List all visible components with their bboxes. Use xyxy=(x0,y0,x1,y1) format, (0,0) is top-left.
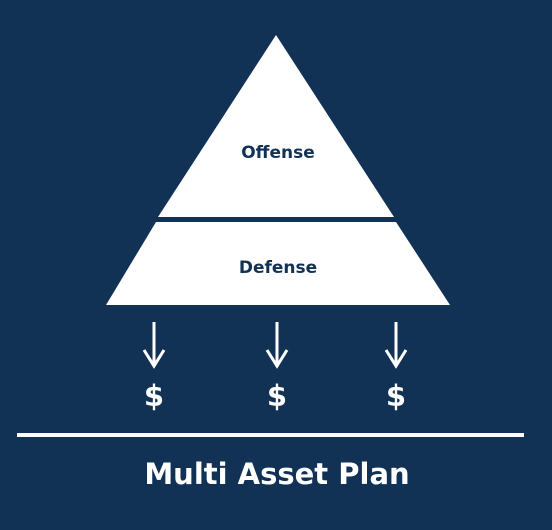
pyramid-top-tier xyxy=(158,35,394,217)
dollar-sign: $ xyxy=(386,379,406,413)
dollar-sign: $ xyxy=(267,379,287,413)
defense-label: Defense xyxy=(239,258,317,278)
arrow-down-icon xyxy=(142,322,166,369)
dollar-sign: $ xyxy=(144,379,164,413)
arrow-down-icon xyxy=(384,322,408,369)
pyramid-bottom-tier xyxy=(106,222,450,305)
offense-label: Offense xyxy=(241,143,315,163)
arrow-down-icon xyxy=(265,322,289,369)
plan-title: Multi Asset Plan xyxy=(144,457,409,491)
divider-line xyxy=(17,433,524,437)
